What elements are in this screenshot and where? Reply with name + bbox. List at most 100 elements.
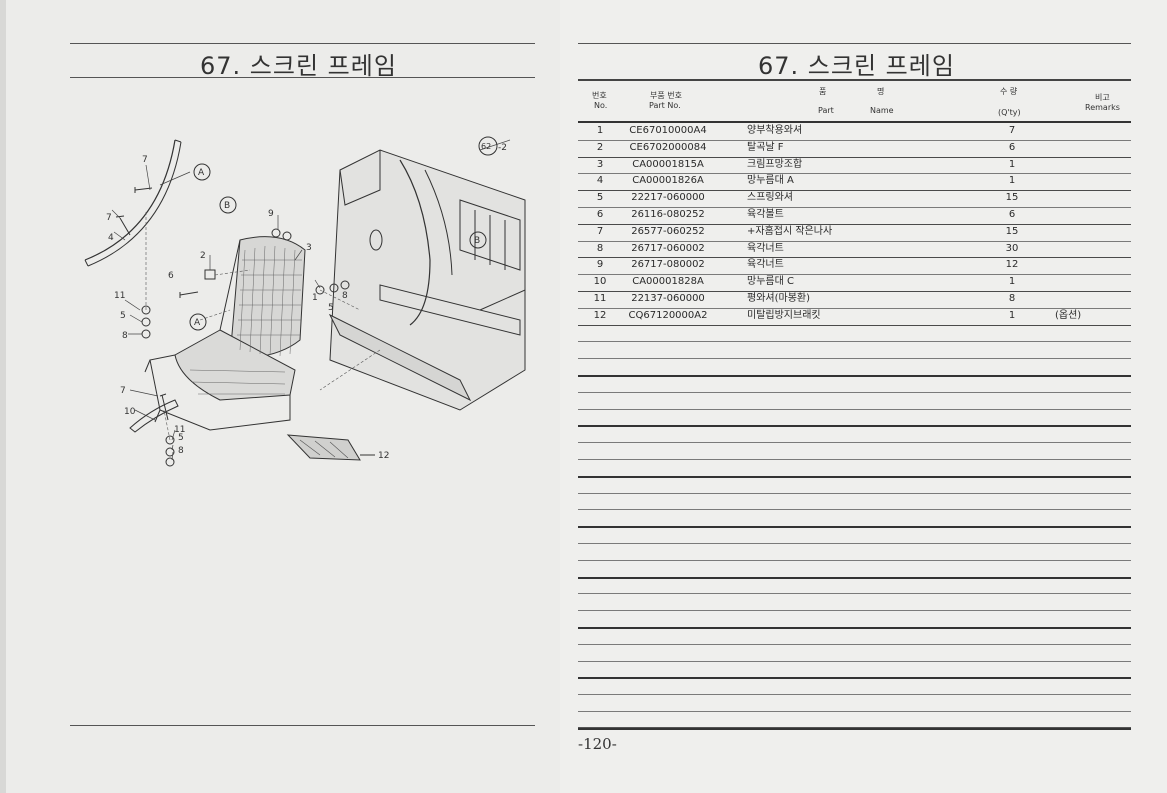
- empty-row-rule: [578, 526, 1131, 529]
- row-quantity: 6: [1008, 141, 1016, 153]
- header-qty-en: (Q'ty): [998, 108, 1021, 117]
- table-row-rule: [578, 139, 1131, 141]
- table-row-rule: [578, 307, 1131, 309]
- table-row-rule: [578, 223, 1131, 225]
- row-quantity: 12: [1005, 259, 1019, 271]
- callout-b-1: B: [224, 201, 230, 211]
- row-part-number: CQ67120000A2: [628, 309, 708, 321]
- row-part-number: 26577-060252: [631, 225, 705, 237]
- table-row-rule: [578, 173, 1131, 175]
- row-part-name: 육각너트: [747, 242, 784, 254]
- empty-row-rule: [578, 576, 1131, 579]
- row-number: 5: [596, 192, 604, 204]
- row-number: 12: [593, 309, 607, 321]
- row-part-number: CA00001815A: [632, 158, 704, 170]
- row-number: 11: [593, 293, 607, 304]
- header-name-en-1: Part: [818, 106, 834, 115]
- row-quantity: 1: [1008, 175, 1016, 187]
- row-part-number: CE67010000A4: [629, 125, 707, 136]
- row-quantity: 1: [1008, 309, 1016, 321]
- callout-3: 3: [306, 243, 312, 253]
- right-page: [560, 0, 1167, 793]
- row-number: 9: [596, 259, 604, 271]
- table-row-rule: [578, 190, 1131, 192]
- empty-row-rule: [578, 543, 1131, 544]
- header-no-ko: 번호: [592, 91, 607, 100]
- callout-11b: 11: [174, 425, 185, 435]
- row-part-name: 크림프망조합: [747, 158, 803, 170]
- left-title-bottom-rule: [70, 77, 535, 78]
- callout-4: 4: [108, 233, 114, 243]
- callout-8b: 8: [122, 331, 128, 341]
- right-page-title: 67. 스크린 프레임: [758, 52, 955, 80]
- row-quantity: 15: [1005, 192, 1019, 204]
- row-part-number: CE6702000084: [629, 141, 707, 153]
- page-binding-edge: [0, 0, 6, 793]
- empty-row-rule: [578, 425, 1131, 428]
- callout-5c: 5: [178, 433, 184, 443]
- row-part-number: 26717-080002: [631, 259, 705, 271]
- row-number: 2: [596, 141, 604, 153]
- callout-a-1: A: [198, 168, 205, 178]
- row-part-name: 육각볼트: [747, 209, 784, 220]
- row-quantity: 8: [1008, 293, 1016, 304]
- row-number: 3: [596, 158, 604, 170]
- row-number: 7: [596, 225, 604, 237]
- header-remarks-ko: 비고: [1095, 93, 1110, 102]
- table-header-rule: [578, 121, 1131, 123]
- header-part-no-en: Part No.: [649, 101, 681, 110]
- row-part-number: 22137-060000: [631, 293, 705, 304]
- row-quantity: 30: [1005, 242, 1019, 254]
- row-part-name: +자홈접시 작은나사: [747, 225, 833, 237]
- exploded-parts-diagram: A B A B 62 -2 7 7 4 2 6 9 3 1 5 8 11 5 8…: [84, 136, 526, 467]
- callout-b-2: B: [474, 236, 480, 246]
- empty-row-rule: [578, 643, 1131, 645]
- row-part-number: 22217-060000: [631, 192, 705, 204]
- row-part-name: 미탈립방지브래킷: [747, 309, 821, 321]
- table-row-rule: [578, 257, 1131, 259]
- empty-row-rule: [578, 391, 1131, 393]
- empty-row-rule: [578, 727, 1131, 730]
- page-number: -120-: [578, 735, 617, 753]
- empty-row-rule: [578, 559, 1131, 561]
- table-row-rule: [578, 156, 1131, 158]
- row-number: 4: [596, 175, 604, 187]
- row-part-name: 양부착용와셔: [747, 125, 803, 136]
- empty-row-rule: [578, 459, 1131, 460]
- empty-row-rule: [578, 475, 1131, 478]
- header-name-en-2: Name: [870, 106, 894, 115]
- empty-row-rule: [578, 341, 1131, 343]
- callout-11a: 11: [114, 291, 125, 301]
- callout-a-2: A: [194, 318, 201, 328]
- table-row-rule: [578, 240, 1131, 242]
- row-part-name: 육각너트: [747, 259, 784, 271]
- row-number: 1: [596, 125, 604, 136]
- header-remarks-en: Remarks: [1085, 103, 1120, 112]
- callout-8c: 8: [178, 446, 184, 456]
- callout-5a: 5: [328, 303, 334, 313]
- callout-2: 2: [200, 251, 206, 261]
- row-part-name: 탈곡날 F: [747, 141, 784, 153]
- empty-row-rule: [578, 711, 1131, 712]
- empty-row-rule: [578, 627, 1131, 629]
- left-title-top-rule: [70, 43, 535, 44]
- row-remarks: (옵션): [1055, 309, 1082, 321]
- right-title-bottom-rule: [578, 79, 1131, 81]
- header-name-ko-1: 품: [819, 87, 827, 96]
- callout-5b: 5: [120, 311, 126, 321]
- row-part-name: 망누름대 A: [747, 175, 794, 187]
- empty-row-rule: [578, 593, 1131, 595]
- right-bottom-rule: [578, 727, 1131, 728]
- callout-10: 10: [124, 407, 136, 417]
- callout-ref-suffix: -2: [498, 143, 507, 153]
- row-quantity: 7: [1008, 125, 1016, 136]
- row-quantity: 1: [1008, 276, 1016, 288]
- row-number: 8: [596, 242, 604, 254]
- callout-9: 9: [268, 209, 274, 219]
- callout-7c: 7: [120, 386, 126, 396]
- callout-12: 12: [378, 451, 389, 461]
- table-row-rule: [578, 207, 1131, 208]
- empty-row-rule: [578, 509, 1131, 511]
- left-page-title: 67. 스크린 프레임: [200, 52, 397, 80]
- empty-row-rule: [578, 694, 1131, 696]
